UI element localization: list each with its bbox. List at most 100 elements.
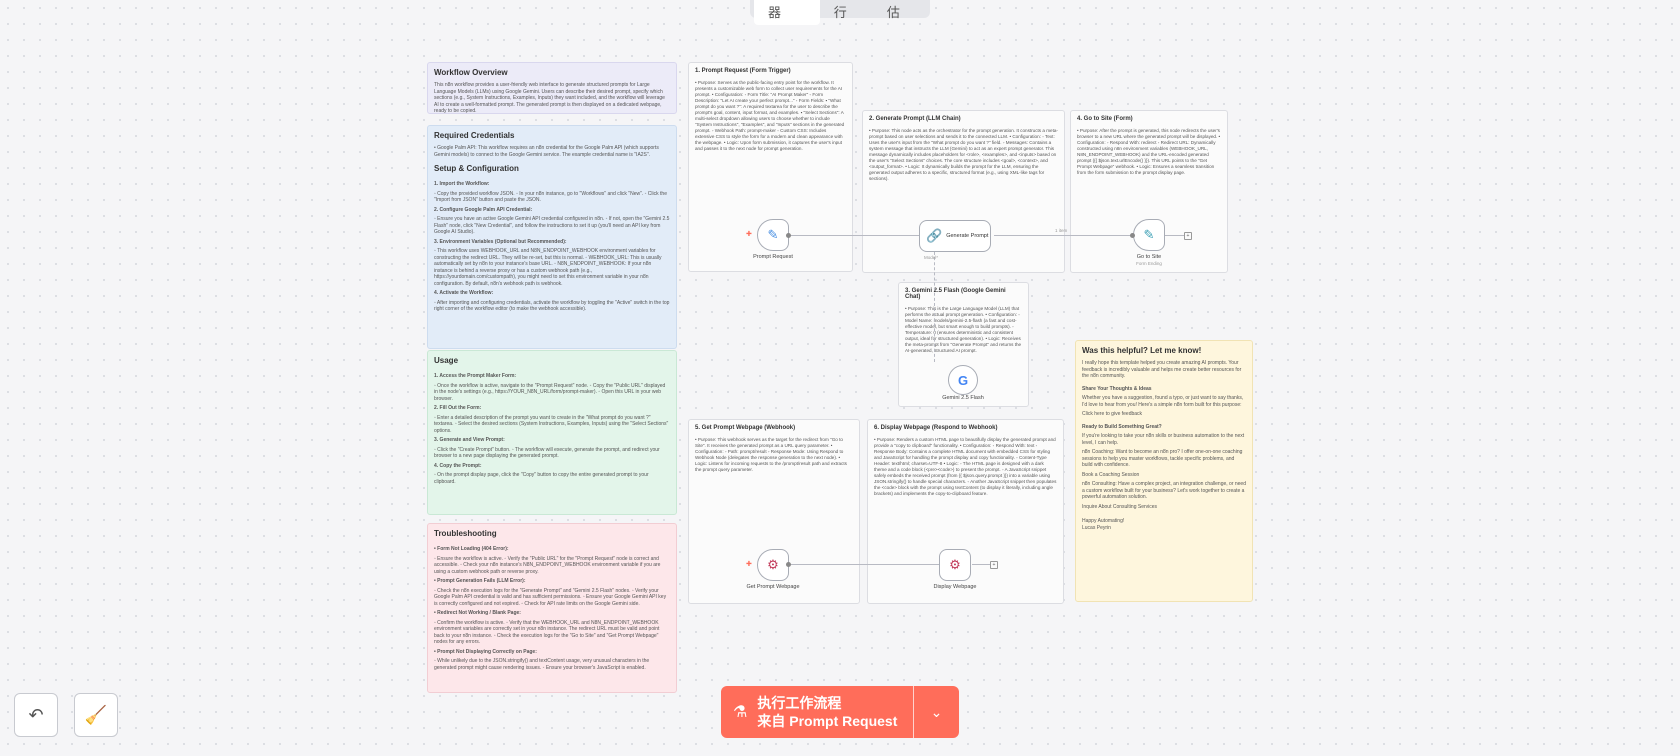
note-title: Workflow Overview	[434, 68, 508, 77]
note-usage[interactable]: Usage 1. Access the Prompt Maker Form: ◦…	[427, 350, 677, 515]
note-step: ◦ Confirm the workflow is active. ◦ Veri…	[434, 619, 660, 646]
node-display-webpage[interactable]: ⚙	[939, 549, 971, 581]
execute-sublabel: 来自 Prompt Request	[757, 713, 898, 729]
note-node-5[interactable]: 5. Get Prompt Webpage (Webhook) • Purpos…	[688, 419, 860, 604]
note-step: ◦ On the prompt display page, click the …	[434, 472, 649, 485]
connection	[1165, 235, 1185, 236]
tab-evaluations[interactable]: 评估	[886, 0, 900, 20]
note-text: n8n Coaching: Want to become an n8n pro?…	[1082, 449, 1243, 468]
node-label: Display Webpage	[933, 584, 977, 590]
note-step: ◦ Click the "Create Prompt" button. ◦ Th…	[434, 446, 660, 460]
note-title: Was this helpful? Let me know!	[1082, 346, 1202, 355]
note-step: ◦ Check the n8n execution logs for the "…	[434, 587, 667, 607]
node-get-prompt-webpage[interactable]: ⚙	[757, 549, 789, 581]
model-connection	[934, 252, 935, 362]
note-node-1[interactable]: 1. Prompt Request (Form Trigger) • Purpo…	[688, 62, 853, 272]
note-text: This n8n workflow provides a user-friend…	[434, 82, 665, 114]
note-title: 1. Prompt Request (Form Trigger)	[695, 68, 791, 74]
note-step: ◦ This workflow uses WEBHOOK_URL and N8N…	[434, 248, 662, 287]
note-subtitle: Ready to Build Something Great?	[1082, 423, 1162, 430]
note-text: • Purpose: Serves as the public-facing e…	[695, 80, 845, 151]
consulting-link[interactable]: Inquire About Consulting Services	[1082, 503, 1158, 510]
note-step: ◦ While unlikely due to the JSON.stringi…	[434, 658, 650, 671]
note-step: ◦ After importing and configuring creden…	[434, 299, 670, 313]
note-step: • Form Not Loading (404 Error):	[434, 546, 509, 552]
note-step: • Redirect Not Working / Blank Page:	[434, 610, 521, 616]
connection	[994, 235, 1132, 236]
webhook-icon: ⚙	[949, 557, 961, 572]
add-node-button[interactable]: +	[990, 561, 998, 569]
note-subtitle: Setup & Configuration	[434, 164, 519, 173]
view-tabs: 编辑器 执行 评估	[750, 0, 930, 25]
note-text: • Purpose: This webhook serves as the ta…	[695, 437, 847, 472]
model-tag: Model*	[924, 255, 939, 260]
connection	[789, 564, 939, 565]
chevron-down-icon: ⌄	[930, 703, 943, 720]
form-icon: ✎	[1143, 227, 1155, 242]
note-text: Whether you have a suggestion, found a t…	[1082, 395, 1244, 408]
note-text: I really hope this template helped you c…	[1082, 360, 1242, 379]
note-step: ◦ Ensure you have an active Google Gemin…	[434, 216, 670, 235]
note-title: Usage	[434, 356, 459, 365]
note-text: • Purpose: This node acts as the orchest…	[869, 128, 1058, 181]
tab-editor[interactable]: 编辑器	[754, 0, 820, 25]
note-text: If you're looking to take your n8n skill…	[1082, 433, 1245, 446]
input-handle[interactable]	[1130, 233, 1135, 238]
note-title: 6. Display Webpage (Respond to Webhook)	[874, 425, 998, 431]
note-title: 5. Get Prompt Webpage (Webhook)	[695, 425, 796, 431]
note-signature: Lucas Peyrin	[1082, 524, 1111, 531]
connection	[789, 235, 919, 236]
undo-icon: ↶	[28, 704, 44, 725]
node-go-to-site[interactable]: ✎	[1133, 219, 1165, 251]
node-sublabel: Form Ending	[1136, 261, 1162, 266]
note-step: ◦ Enter a detailed description of the pr…	[434, 414, 669, 434]
note-step: 1. Import the Workflow:	[434, 181, 490, 187]
execute-workflow-button[interactable]: ⚗ 执行工作流程 来自 Prompt Request ⌄	[721, 686, 959, 738]
note-title: Troubleshooting	[434, 529, 497, 538]
execute-dropdown-button[interactable]: ⌄	[913, 686, 959, 738]
note-text: • Purpose: After the prompt is generated…	[1077, 128, 1221, 175]
note-workflow-overview[interactable]: Workflow Overview This n8n workflow prov…	[427, 62, 677, 114]
note-step: 2. Fill Out the Form:	[434, 405, 482, 411]
note-step: 4. Activate the Workflow:	[434, 290, 494, 296]
output-handle[interactable]	[786, 562, 791, 567]
note-helpful[interactable]: Was this helpful? Let me know! I really …	[1075, 340, 1253, 602]
node-prompt-request[interactable]: ✎	[757, 219, 789, 251]
execute-label: 执行工作流程	[757, 695, 842, 711]
note-step: ◦ Copy the provided workflow JSON. ◦ In …	[434, 190, 667, 204]
execute-main[interactable]: ⚗ 执行工作流程 来自 Prompt Request	[721, 686, 913, 738]
undo-button[interactable]: ↶	[14, 693, 58, 737]
node-label: Gemini 2.5 Flash	[942, 395, 984, 401]
node-gemini[interactable]: G	[948, 365, 978, 395]
note-credentials-setup[interactable]: Required Credentials • Google Palm API: …	[427, 125, 677, 349]
connection	[972, 564, 990, 565]
note-title: Required Credentials	[434, 131, 515, 140]
node-label: Prompt Request	[753, 254, 793, 260]
note-step: • Prompt Generation Fails (LLM Error):	[434, 578, 526, 584]
note-step: 3. Generate and View Prompt:	[434, 437, 505, 443]
node-generate-prompt[interactable]: 🔗 Generate Prompt	[919, 220, 991, 252]
coaching-link[interactable]: Book a Coaching Session	[1082, 471, 1140, 478]
gemini-google-icon: G	[957, 372, 969, 388]
note-troubleshooting[interactable]: Troubleshooting • Form Not Loading (404 …	[427, 523, 677, 693]
tab-executions[interactable]: 执行	[833, 0, 847, 20]
webhook-icon: ⚙	[767, 557, 779, 572]
note-subtitle: Share Your Thoughts & Ideas	[1082, 385, 1152, 392]
broom-icon: 🧹	[84, 704, 108, 725]
note-step: 2. Configure Google Palm API Credential:	[434, 206, 533, 213]
feedback-link[interactable]: Click here to give feedback	[1082, 411, 1143, 417]
note-title: 3. Gemini 2.5 Flash (Google Gemini Chat)	[905, 288, 1006, 300]
note-text: n8n Consulting: Have a complex project, …	[1082, 481, 1246, 500]
chain-link-icon: 🔗	[926, 228, 943, 243]
tidy-up-button[interactable]: 🧹	[74, 693, 118, 737]
add-node-button[interactable]: +	[1184, 232, 1192, 240]
note-title: 2. Generate Prompt (LLM Chain)	[869, 116, 961, 122]
note-text: • Purpose: This is the Large Language Mo…	[905, 306, 1022, 353]
output-handle[interactable]	[786, 233, 791, 238]
note-step: • Prompt Not Displaying Correctly on Pag…	[434, 648, 537, 655]
note-step: 4. Copy the Prompt:	[434, 462, 482, 469]
note-step: 1. Access the Prompt Maker Form:	[434, 373, 517, 379]
node-label: Generate Prompt	[946, 233, 989, 239]
trigger-bolt-icon: ✚	[746, 231, 752, 238]
note-step: 3. Environment Variables (Optional but R…	[434, 238, 567, 245]
